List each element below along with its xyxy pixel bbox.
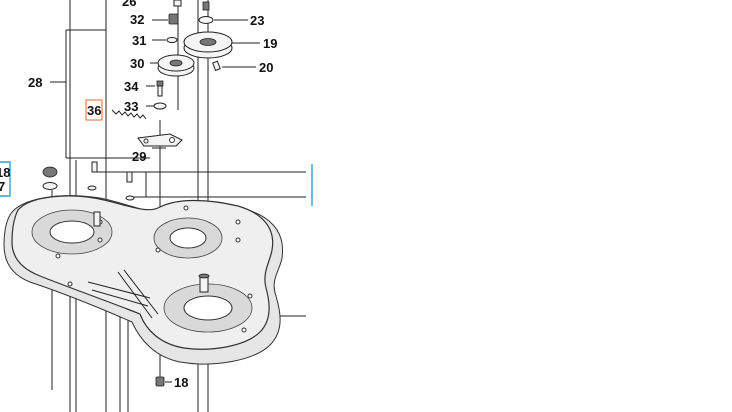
hardware-parts	[42, 0, 233, 387]
callout-20: 20	[259, 60, 273, 75]
edge-markers	[0, 99, 313, 206]
callout-32: 32	[130, 12, 144, 27]
highlight-box-36	[85, 99, 103, 121]
callout-23: 23	[250, 13, 264, 28]
callout-29: 29	[132, 149, 146, 164]
callout-7: 7	[0, 179, 5, 194]
callout-18-bottom: 18	[174, 375, 188, 390]
callout-31: 31	[132, 33, 146, 48]
callout-labels: 26 32 31 30 28 34 33 36 29 23 19 20 18 7…	[0, 0, 277, 390]
callout-18-left: 18	[0, 165, 10, 180]
mower-deck	[3, 195, 284, 365]
callout-19: 19	[263, 36, 277, 51]
callout-28: 28	[28, 75, 42, 90]
callout-30: 30	[130, 56, 144, 71]
callout-26: 26	[122, 0, 136, 9]
callout-34: 34	[124, 79, 139, 94]
callout-36: 36	[87, 103, 101, 118]
callout-33: 33	[124, 99, 138, 114]
